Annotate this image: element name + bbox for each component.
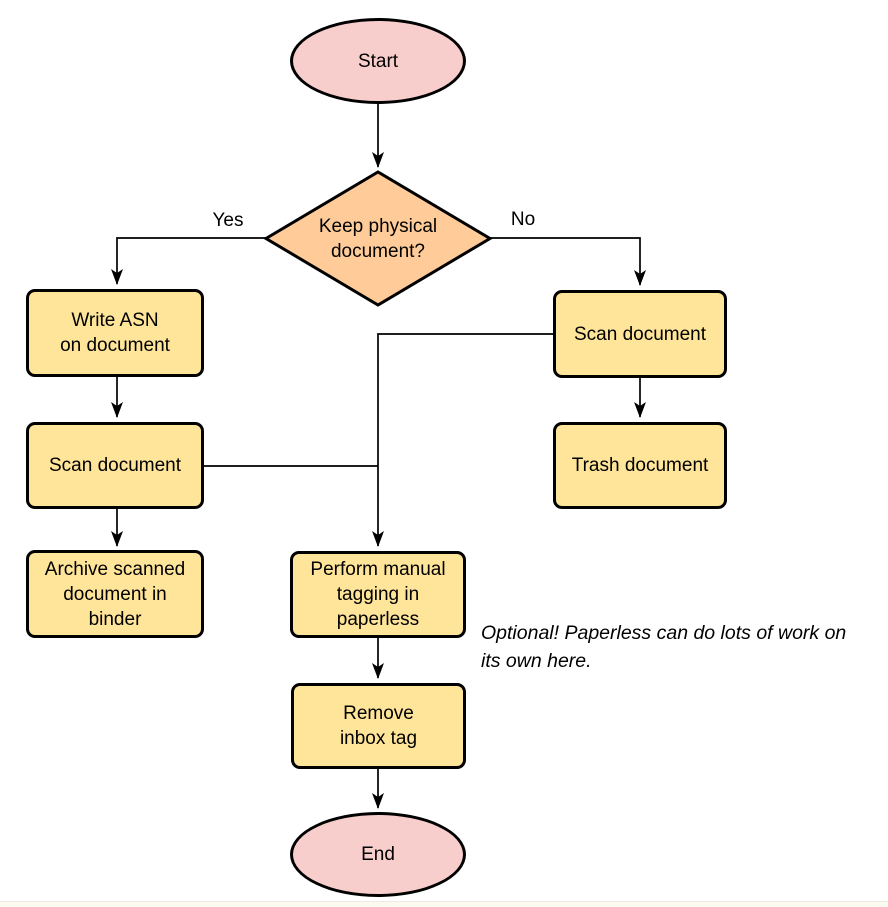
node-decision: Keep physical document?	[278, 210, 478, 267]
edge-decision-yes-to-write-asn	[111, 237, 266, 285]
node-decision-label: Keep physical document?	[318, 215, 438, 262]
node-scan-document-left-label: Scan document	[48, 455, 182, 476]
node-end-label: End	[361, 844, 395, 865]
node-manual-tagging: Perform manual tagging in paperless	[290, 551, 466, 638]
node-scan-document-right-label: Scan document	[573, 323, 707, 345]
node-archive-scanned-label: Archive scanned document in binder	[44, 558, 186, 630]
decision-shape	[263, 170, 493, 307]
node-start: Start	[290, 18, 466, 104]
node-remove-inbox-tag-label: Remove inbox tag	[339, 703, 418, 749]
annotation-optional-note: Optional! Paperless can do lots of work …	[481, 622, 847, 672]
node-write-asn-label: Write ASN on document	[60, 310, 170, 356]
node-remove-inbox-tag: Remove inbox tag	[291, 683, 466, 769]
node-end: End	[290, 812, 466, 897]
edge-scan-right-to-tagging	[372, 333, 553, 547]
node-start-label: Start	[357, 50, 399, 72]
node-archive-scanned: Archive scanned document in binder	[26, 550, 204, 638]
page-bottom-edge	[0, 901, 888, 907]
node-scan-document-right: Scan document	[553, 290, 727, 378]
node-scan-document-left: Scan document	[26, 422, 204, 509]
node-manual-tagging-label: Perform manual tagging in paperless	[310, 559, 446, 630]
node-trash-document: Trash document	[553, 422, 727, 509]
edge-label-yes: Yes	[212, 210, 244, 231]
edge-label-no: No	[510, 209, 536, 230]
node-write-asn: Write ASN on document	[26, 289, 204, 377]
edge-decision-no-to-scan-right	[490, 237, 646, 286]
node-trash-document-label: Trash document	[571, 455, 709, 476]
